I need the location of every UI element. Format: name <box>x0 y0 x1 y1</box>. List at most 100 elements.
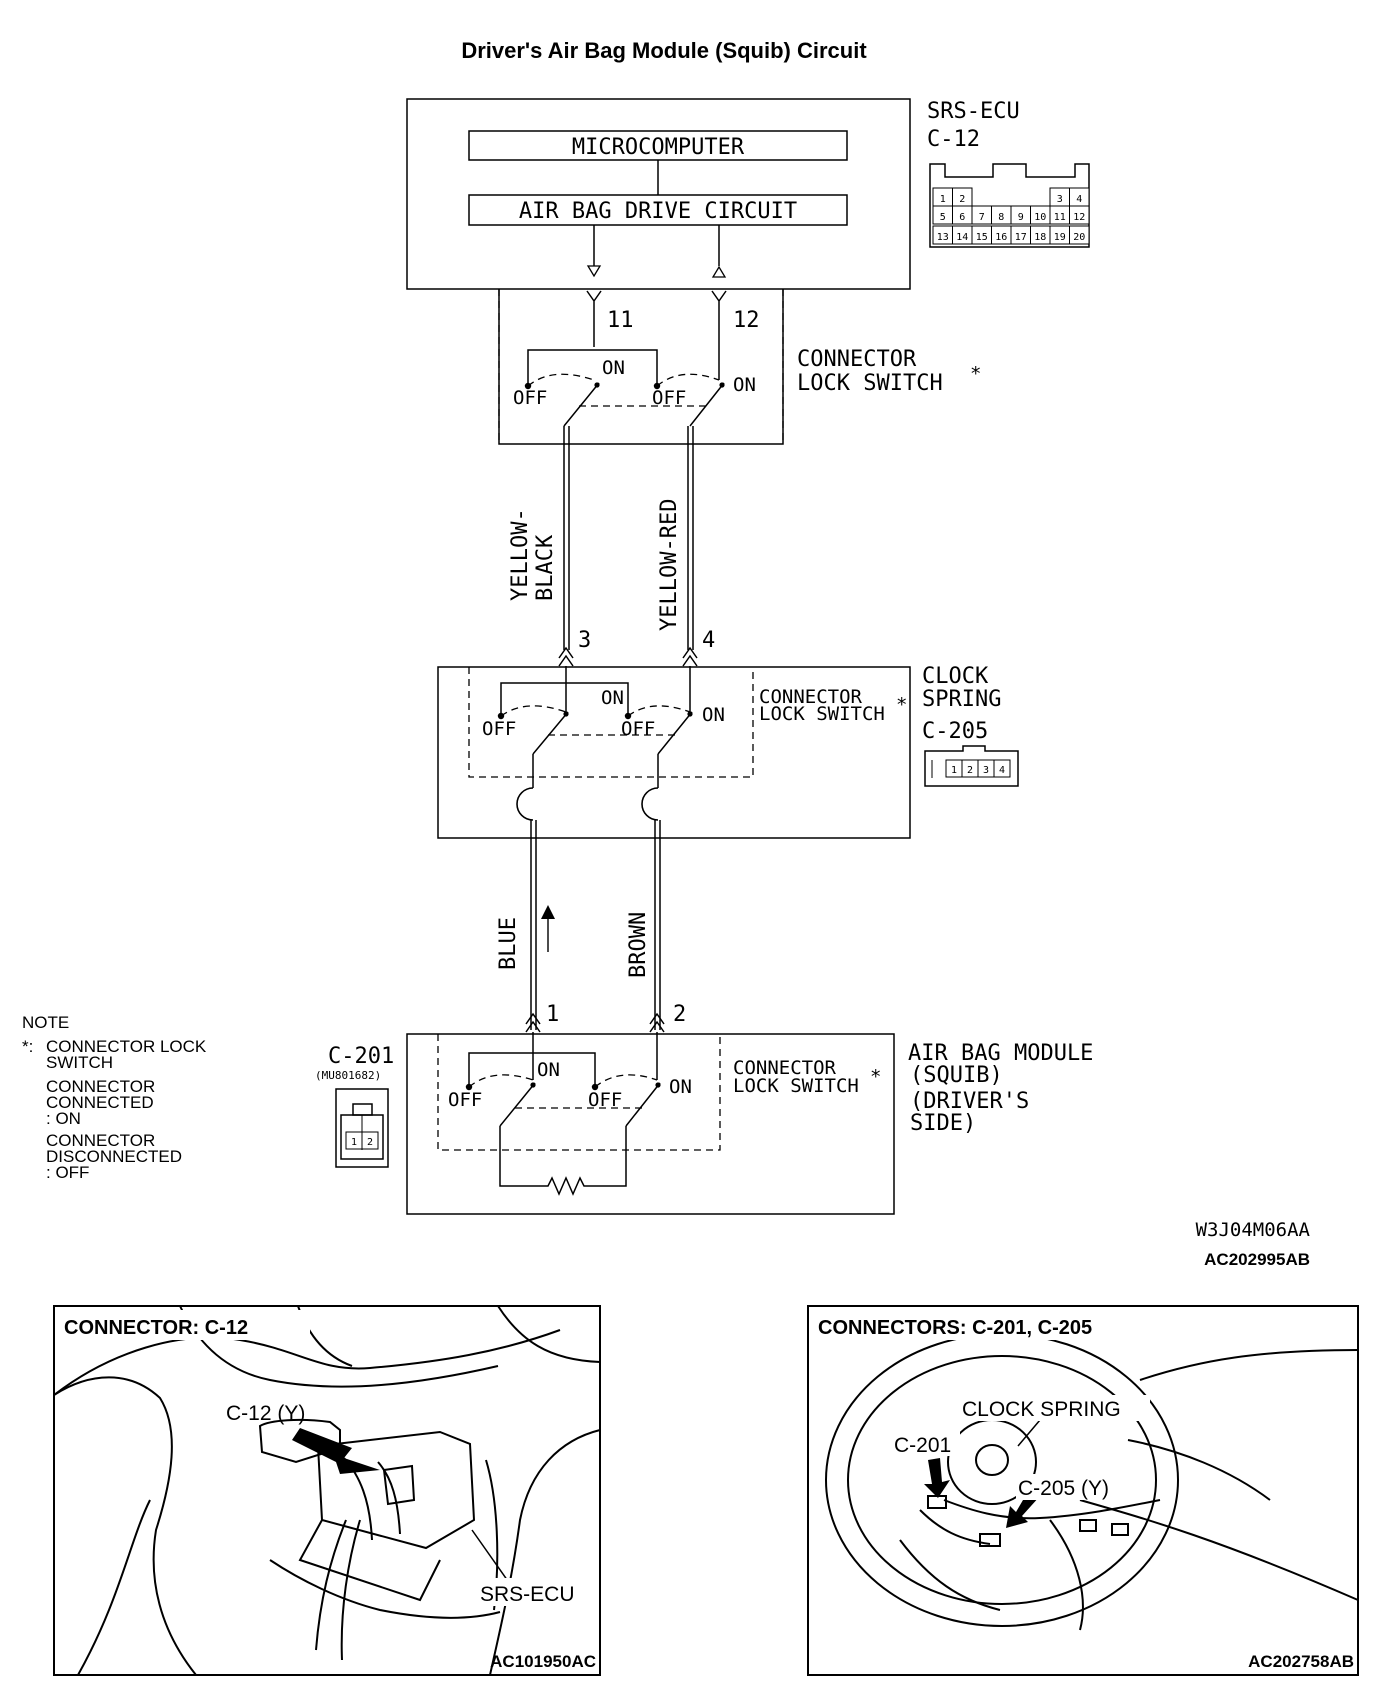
c201-connector-id: C-201 <box>328 1044 394 1069</box>
panel-c201-heading: CONNECTORS: C-201, C-205 <box>818 1317 1092 1339</box>
c12-pin: 14 <box>956 232 968 243</box>
terminal-12-label: 12 <box>733 308 760 333</box>
ab-switch-on-right: ON <box>669 1076 692 1098</box>
srs-ecu-box <box>406 98 911 290</box>
figure-code: AC202995AB <box>1204 1250 1310 1269</box>
note-asterisk: *: <box>22 1037 33 1056</box>
ecu-switch-off-right: OFF <box>652 387 686 409</box>
note-line-7: DISCONNECTED <box>46 1147 182 1166</box>
c201-latch <box>352 1103 373 1116</box>
cs-switch-on-left: ON <box>601 687 624 709</box>
console-left <box>53 1376 197 1676</box>
ecu-switch-arc-right <box>656 373 720 387</box>
cs-switch-arc-right <box>627 705 691 717</box>
dash-curve-1 <box>53 1329 561 1396</box>
callout-clock-spring: CLOCK SPRING <box>962 1398 1121 1421</box>
airbag-module-name-3: (DRIVER'S <box>910 1089 1029 1114</box>
c12-pin: 2 <box>959 194 965 205</box>
note-line-4: CONNECTED <box>46 1093 154 1112</box>
c12-pin: 8 <box>998 212 1004 223</box>
c205-plug <box>979 1533 1001 1547</box>
c12-pin: 6 <box>959 212 965 223</box>
ecu-switch-blade-right <box>689 382 725 427</box>
c12-pin: 13 <box>937 232 949 243</box>
panel-c12-heading-bg <box>60 1310 310 1340</box>
panel-c12-heading: CONNECTOR: C-12 <box>64 1317 248 1339</box>
clock-spring-coil-left-icon <box>516 787 534 821</box>
console-right <box>489 1429 601 1676</box>
wire-label-yellow-black-2: BLACK <box>533 534 558 601</box>
c12-pin: 17 <box>1015 232 1027 243</box>
column-lower <box>1049 1519 1084 1631</box>
clock-spring-name-1: CLOCK <box>922 664 989 689</box>
wire-label-yellow-black-1: YELLOW- <box>508 508 533 601</box>
terminal-3-label: 3 <box>578 628 591 653</box>
callout-srs-ecu: SRS-ECU <box>480 1583 575 1606</box>
clock-spring-name-2: SPRING <box>922 687 1001 712</box>
c12-pin-cell <box>1069 225 1090 245</box>
clock-spring-connector-id: C-205 <box>922 719 988 744</box>
terminal-2-arrow-icon <box>649 1012 665 1033</box>
terminal-1-label: 1 <box>546 1002 559 1027</box>
c12-pin: 10 <box>1034 212 1046 223</box>
note-heading: NOTE <box>22 1013 69 1032</box>
callout-c201-bg <box>892 1430 960 1456</box>
airbag-module-name-1: AIR BAG MODULE <box>908 1041 1093 1066</box>
ecu-callout-leader <box>471 1529 511 1585</box>
clock-spring-leader <box>1017 1419 1041 1447</box>
c12-outline <box>929 163 1090 248</box>
c12-pin: 11 <box>1054 212 1066 223</box>
ab-lock-switch-title-1: CONNECTOR <box>733 1057 837 1079</box>
dash-curve-2 <box>179 1305 499 1388</box>
ab-on-contact-right <box>655 1082 661 1088</box>
clock-spring-box <box>437 666 911 839</box>
wire-label-yellow-red: YELLOW-RED <box>657 499 682 631</box>
terminal-1-arrow-icon <box>525 1012 541 1033</box>
connector-c12-panel: CONNECTOR: C-12 C-12 (Y) SRS-ECU AC10195… <box>53 1305 601 1676</box>
ecu-lock-switch-asterisk: * <box>970 363 981 385</box>
note-line-1: CONNECTOR LOCK <box>46 1037 207 1056</box>
ecu-lock-switch-title-1: CONNECTOR <box>797 347 917 372</box>
c201-pin: 1 <box>351 1137 357 1148</box>
c12-pin: 1 <box>940 194 946 205</box>
ecu-switch-on-right: ON <box>733 374 756 396</box>
ecu-on-contact-left <box>594 382 600 388</box>
ecu-base <box>298 1519 441 1602</box>
c205-pin: 2 <box>967 765 973 776</box>
dash-curve-4 <box>497 1305 601 1363</box>
ab-switch-off-right: OFF <box>588 1089 622 1111</box>
srs-ecu-connector-id: C-12 <box>927 127 980 152</box>
harness-right <box>943 1499 1161 1520</box>
clock-spring-block: ON OFF OFF ON <box>437 666 911 839</box>
column-shaft <box>1127 1439 1271 1501</box>
ab-switch-arc-left <box>468 1074 534 1088</box>
c12-pin: 9 <box>1018 212 1024 223</box>
cs-switch-blade-right <box>657 711 693 755</box>
column-cover-bottom <box>1079 1499 1359 1601</box>
cs-switch-blade-left <box>532 711 569 755</box>
panel-c201-frame <box>807 1305 1359 1676</box>
note-line-6: CONNECTOR <box>46 1131 155 1150</box>
panel-c12-code: AC101950AC <box>490 1652 596 1671</box>
harness-left <box>919 1509 991 1545</box>
microcomputer-label: MICROCOMPUTER <box>572 135 745 160</box>
c12-pin: 20 <box>1073 232 1085 243</box>
console-inner <box>77 1499 151 1676</box>
c12-pin: 15 <box>976 232 988 243</box>
c12-pin: 3 <box>1057 194 1063 205</box>
output-triangle-up-icon <box>711 265 727 278</box>
dashboard-illustration <box>53 1305 601 1676</box>
ecu-lock-switch-title-2: LOCK SWITCH <box>797 371 943 396</box>
terminal-11-fork <box>586 290 602 347</box>
callout-arrow-icon <box>292 1428 380 1474</box>
ab-on-contact-left <box>530 1082 536 1088</box>
callout-srs-ecu-bg <box>476 1578 594 1606</box>
c205-pin: 1 <box>951 765 957 776</box>
c201-pin-cell <box>361 1131 379 1150</box>
srs-ecu-block: MICROCOMPUTER AIR BAG DRIVE CIRCUIT <box>406 98 911 290</box>
